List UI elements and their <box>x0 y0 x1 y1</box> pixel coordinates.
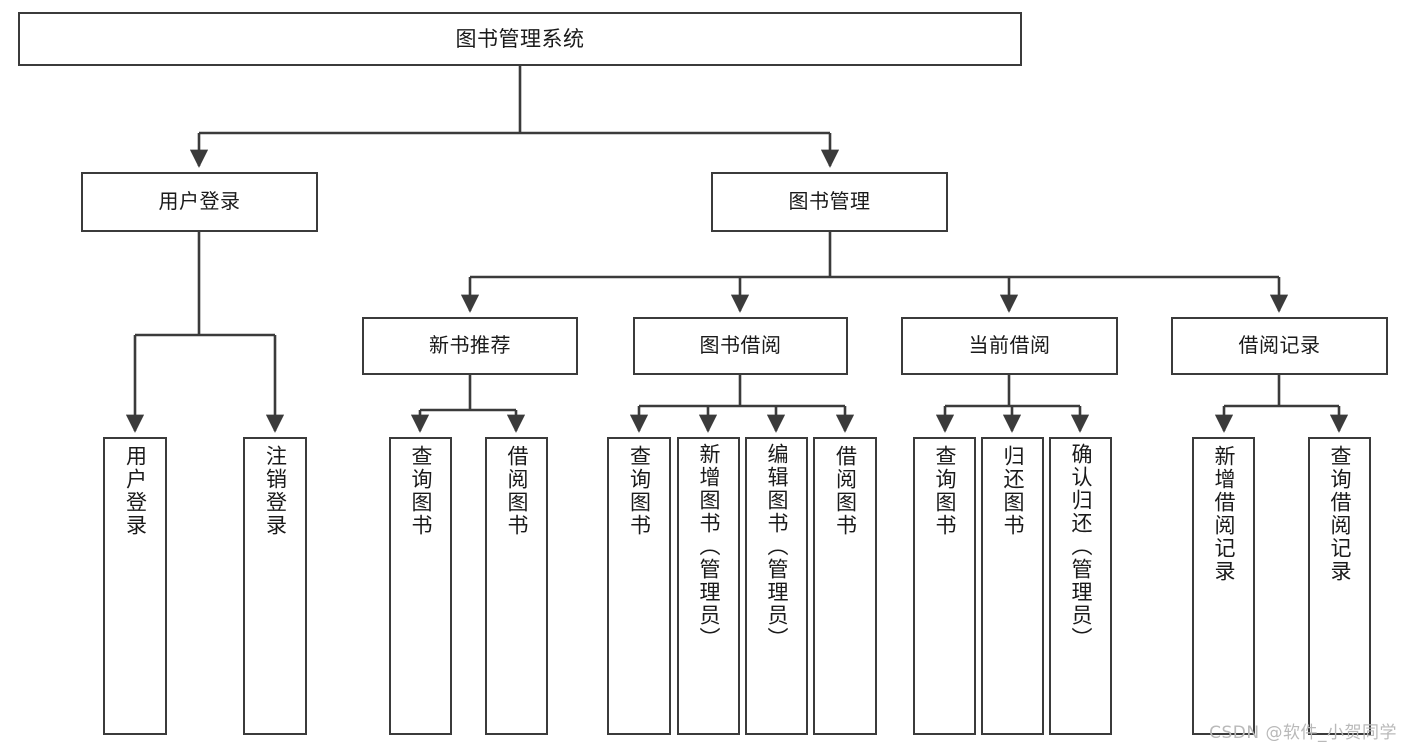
node-label: 确认归还（管理员） <box>1069 443 1094 650</box>
node-label: 当前借阅 <box>968 333 1051 358</box>
csdn-watermark: CSDN @软件_小贺同学 <box>1209 723 1397 743</box>
node-label: 用户登录 <box>158 189 241 214</box>
leaf-borrow-record-add[interactable]: 新增借阅记录 <box>1192 437 1255 735</box>
node-label: 查询图书 <box>409 445 434 537</box>
leaf-book-borrow-add[interactable]: 新增图书（管理员） <box>677 437 740 735</box>
node-label: 新增图书（管理员） <box>697 443 722 650</box>
node-label: 借阅图书 <box>505 445 530 537</box>
leaf-book-borrow-query[interactable]: 查询图书 <box>607 437 671 735</box>
leaf-new-book-borrow[interactable]: 借阅图书 <box>485 437 548 735</box>
node-borrow-record[interactable]: 借阅记录 <box>1171 317 1388 375</box>
node-label: 查询图书 <box>627 445 652 537</box>
leaf-current-borrow-return[interactable]: 归还图书 <box>981 437 1044 735</box>
node-label: 图书管理 <box>788 189 871 214</box>
node-label: 图书借阅 <box>699 333 782 358</box>
leaf-current-borrow-query[interactable]: 查询图书 <box>913 437 976 735</box>
leaf-borrow-record-query[interactable]: 查询借阅记录 <box>1308 437 1371 735</box>
node-label: 借阅图书 <box>833 445 858 537</box>
node-book-management[interactable]: 图书管理 <box>711 172 948 232</box>
node-root-system[interactable]: 图书管理系统 <box>18 12 1022 66</box>
node-label: 新增借阅记录 <box>1212 445 1237 583</box>
leaf-current-borrow-confirm[interactable]: 确认归还（管理员） <box>1049 437 1112 735</box>
node-new-book-recommend[interactable]: 新书推荐 <box>362 317 578 375</box>
leaf-new-book-query[interactable]: 查询图书 <box>389 437 452 735</box>
node-label: 注销登录 <box>263 445 288 537</box>
node-label: 借阅记录 <box>1238 333 1321 358</box>
node-label: 查询借阅记录 <box>1328 445 1353 583</box>
node-current-borrow[interactable]: 当前借阅 <box>901 317 1118 375</box>
node-user-login[interactable]: 用户登录 <box>81 172 318 232</box>
node-label: 新书推荐 <box>429 333 511 358</box>
node-label: 用户登录 <box>123 445 148 537</box>
node-label: 查询图书 <box>933 445 958 537</box>
node-label: 图书管理系统 <box>455 26 585 51</box>
leaf-book-borrow-borrow[interactable]: 借阅图书 <box>813 437 877 735</box>
leaf-book-borrow-edit[interactable]: 编辑图书（管理员） <box>745 437 808 735</box>
node-label: 编辑图书（管理员） <box>765 443 790 650</box>
node-label: 归还图书 <box>1001 445 1026 537</box>
node-book-borrow[interactable]: 图书借阅 <box>633 317 848 375</box>
leaf-user-login-login[interactable]: 用户登录 <box>103 437 167 735</box>
leaf-user-login-logout[interactable]: 注销登录 <box>243 437 307 735</box>
